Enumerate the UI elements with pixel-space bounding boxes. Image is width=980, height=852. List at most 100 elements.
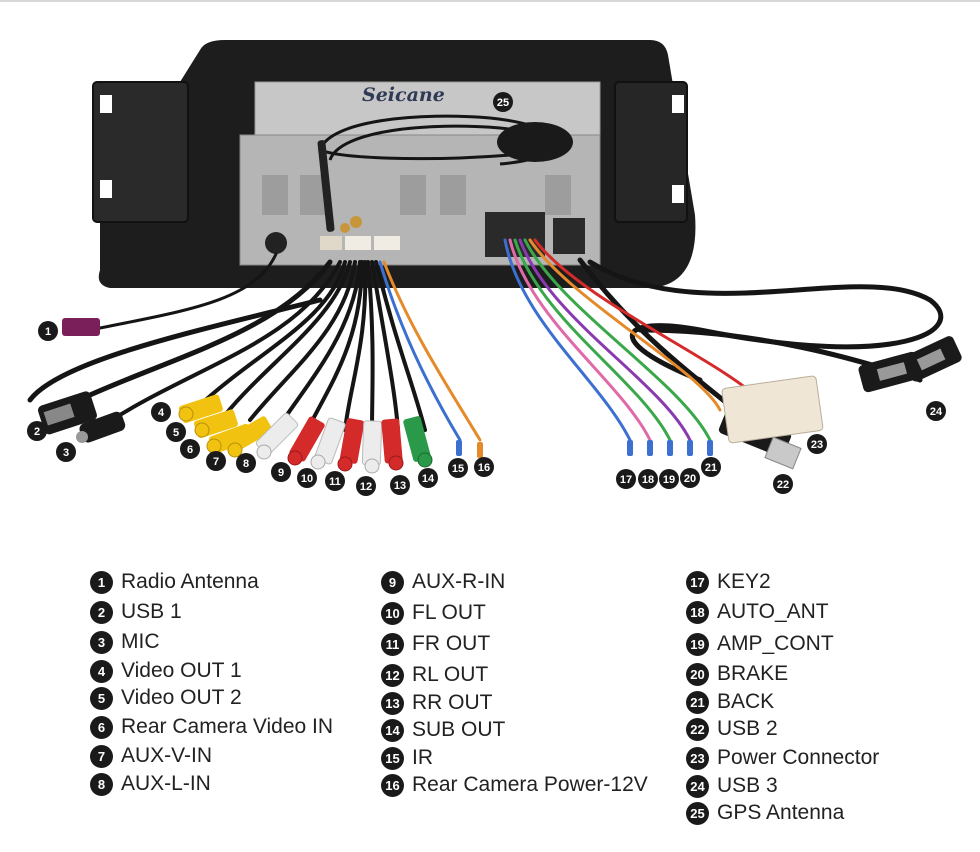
harness-socket-left bbox=[320, 236, 342, 250]
rca-tip bbox=[206, 438, 222, 454]
rca-bundle bbox=[308, 260, 364, 427]
right-bracket-hole bbox=[672, 185, 684, 203]
legend-label: RL OUT bbox=[412, 663, 489, 686]
rear-panel-slot bbox=[440, 175, 466, 215]
diagram-marker-24: 24 bbox=[926, 401, 946, 421]
legend-item: 1 Radio Antenna bbox=[90, 568, 259, 596]
key2-terminal bbox=[627, 440, 633, 456]
usb3-loop-cable bbox=[587, 259, 944, 383]
radio-antenna-plug bbox=[62, 318, 100, 336]
diagram-marker-13: 13 bbox=[390, 475, 410, 495]
wire bbox=[508, 238, 652, 442]
legend-label: AUX-R-IN bbox=[412, 570, 506, 593]
amp-cont-terminal bbox=[667, 440, 673, 456]
usb1-port bbox=[43, 403, 75, 426]
aux-socket bbox=[553, 218, 585, 254]
marker-number: 12 bbox=[360, 481, 372, 493]
wire bbox=[528, 238, 722, 412]
marker-circle bbox=[390, 475, 410, 495]
rca-sub-out bbox=[403, 416, 431, 462]
marker-circle bbox=[616, 469, 636, 489]
legend-label: AUX-V-IN bbox=[121, 744, 213, 767]
harness-socket-mid2 bbox=[374, 236, 400, 250]
legend-label: IR bbox=[412, 746, 433, 769]
power-connector bbox=[721, 375, 824, 444]
marker-number: 14 bbox=[422, 473, 435, 485]
marker-circle bbox=[638, 469, 658, 489]
right-bracket bbox=[614, 81, 688, 223]
marker-number: 22 bbox=[777, 479, 789, 491]
marker-circle bbox=[701, 457, 721, 477]
brand-logo: Seicane bbox=[362, 84, 445, 106]
marker-number: 9 bbox=[278, 467, 284, 479]
rca-tip bbox=[417, 452, 433, 468]
usb3-port-b bbox=[916, 348, 946, 371]
rca-tip bbox=[227, 442, 243, 458]
diagram-marker-23: 23 bbox=[807, 434, 827, 454]
marker-number: 11 bbox=[329, 476, 341, 488]
legend-label: KEY2 bbox=[717, 570, 771, 593]
legend-item: 12 RL OUT bbox=[381, 661, 488, 689]
brake-terminal bbox=[687, 440, 693, 456]
marker-circle bbox=[474, 457, 494, 477]
diagram-marker-7: 7 bbox=[206, 451, 226, 471]
marker-number: 13 bbox=[394, 480, 406, 492]
rear-panel-slot bbox=[545, 175, 571, 215]
back-terminal bbox=[707, 440, 713, 456]
marker-circle bbox=[297, 468, 317, 488]
legend-badge: 5 bbox=[90, 686, 113, 710]
legend-badge: 1 bbox=[90, 570, 113, 594]
gps-antenna-puck bbox=[497, 122, 573, 162]
rca-tip bbox=[287, 450, 303, 466]
rca-bundle bbox=[370, 260, 400, 432]
marker-circle bbox=[659, 469, 679, 489]
legend-label: Video OUT 1 bbox=[121, 659, 242, 682]
diagram-marker-25: 25 bbox=[493, 92, 513, 112]
marker-circle bbox=[236, 453, 256, 473]
legend-badge: 10 bbox=[381, 601, 404, 625]
marker-circle bbox=[56, 442, 76, 462]
left-bracket-hole bbox=[100, 180, 112, 198]
legend-label: Power Connector bbox=[717, 746, 880, 769]
legend-item: 5 Video OUT 2 bbox=[90, 684, 242, 712]
legend-badge: 20 bbox=[686, 662, 709, 686]
camera-power-terminal bbox=[477, 442, 483, 458]
legend-label: Video OUT 2 bbox=[121, 686, 242, 709]
wifi-antenna bbox=[317, 140, 335, 232]
rca-tip bbox=[364, 458, 380, 474]
diagram-marker-14: 14 bbox=[418, 468, 438, 488]
legend-label: Radio Antenna bbox=[121, 570, 259, 593]
rca-tip bbox=[388, 455, 404, 471]
legend-badge: 24 bbox=[686, 774, 709, 798]
legend-badge: 6 bbox=[90, 715, 113, 739]
diagram-marker-9: 9 bbox=[271, 462, 291, 482]
rca-bundle bbox=[278, 260, 362, 427]
wire bbox=[378, 260, 462, 442]
marker-circle bbox=[418, 468, 438, 488]
legend-label: SUB OUT bbox=[412, 718, 506, 741]
rca-rr-out bbox=[381, 418, 403, 464]
wire bbox=[518, 238, 692, 442]
rca-bundle bbox=[366, 260, 375, 432]
marker-number: 25 bbox=[497, 97, 509, 109]
power-socket bbox=[485, 212, 545, 257]
legend-label: USB 3 bbox=[717, 774, 778, 797]
legend-badge: 12 bbox=[381, 663, 404, 687]
legend-label: GPS Antenna bbox=[717, 801, 845, 824]
usb3-port-a bbox=[876, 362, 908, 381]
marker-circle bbox=[206, 451, 226, 471]
